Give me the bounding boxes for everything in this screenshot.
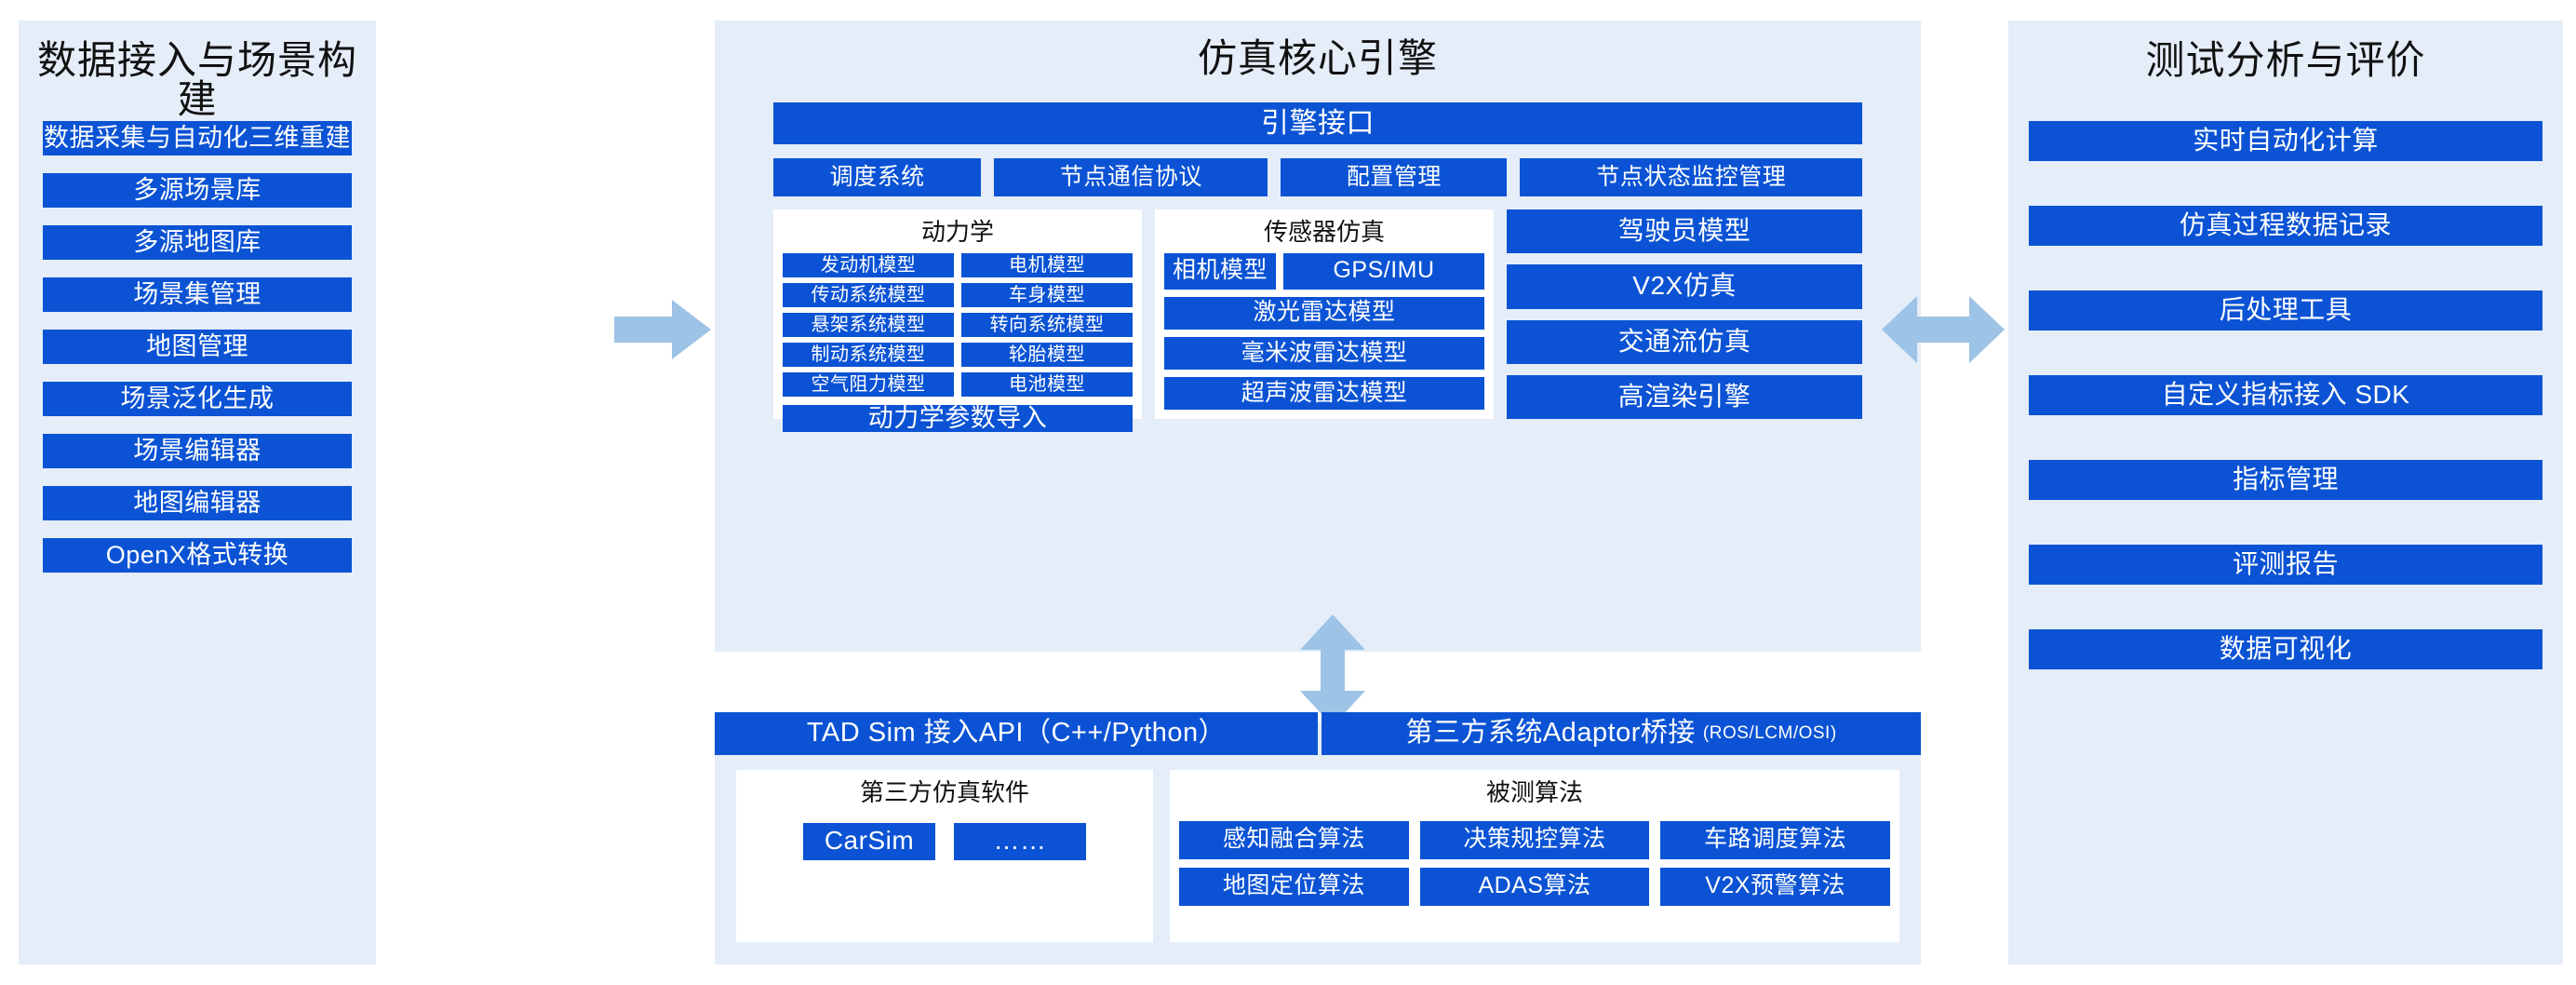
algo-adas[interactable]: ADAS算法 bbox=[1419, 867, 1650, 906]
sensor-simulation-card: 传感器仿真 相机模型 GPS/IMU 激光雷达模型 毫米波雷达模型 超声波雷达模… bbox=[1155, 209, 1494, 419]
arrow-left-right-icon bbox=[1882, 296, 2005, 363]
left-item-8[interactable]: OpenX格式转换 bbox=[43, 538, 352, 573]
engine-interface-bar[interactable]: 引擎接口 bbox=[773, 102, 1862, 144]
right-item-0[interactable]: 实时自动化计算 bbox=[2029, 121, 2542, 161]
right-item-3[interactable]: 自定义指标接入 SDK bbox=[2029, 375, 2542, 415]
engine-sub-scheduler[interactable]: 调度系统 bbox=[773, 158, 982, 196]
adaptor-bridge-label: 第三方系统Adaptor桥接 bbox=[1405, 718, 1696, 749]
left-panel-title: 数据接入与场景构建 bbox=[36, 38, 357, 121]
dynamics-model-grid: 发动机模型 电机模型 传动系统模型 车身模型 悬架系统模型 转向系统模型 制动系… bbox=[783, 252, 1133, 397]
algo-vehicle-road-scheduling[interactable]: 车路调度算法 bbox=[1660, 820, 1890, 859]
third-party-more[interactable]: …… bbox=[954, 822, 1086, 860]
engine-traffic-flow-simulation[interactable]: 交通流仿真 bbox=[1507, 319, 1862, 364]
right-item-1[interactable]: 仿真过程数据记录 bbox=[2029, 206, 2542, 246]
bottom-cards-row: 第三方仿真软件 CarSim …… 被测算法 感知融合算法 决策规控算法 车路调… bbox=[736, 770, 1899, 942]
right-item-5[interactable]: 评测报告 bbox=[2029, 545, 2542, 585]
third-party-card-title: 第三方仿真软件 bbox=[859, 778, 1029, 806]
left-item-0[interactable]: 数据采集与自动化三维重建 bbox=[43, 121, 352, 155]
algo-decision-planning-control[interactable]: 决策规控算法 bbox=[1419, 820, 1650, 859]
dynamics-model-brake[interactable]: 制动系统模型 bbox=[783, 342, 954, 367]
dynamics-model-steering[interactable]: 转向系统模型 bbox=[961, 312, 1133, 337]
dynamics-model-engine[interactable]: 发动机模型 bbox=[783, 252, 954, 277]
engine-sub-node-protocol[interactable]: 节点通信协议 bbox=[994, 158, 1268, 196]
dynamics-model-suspension[interactable]: 悬架系统模型 bbox=[783, 312, 954, 337]
left-item-6[interactable]: 场景编辑器 bbox=[43, 434, 352, 468]
sensor-mmwave-radar-model[interactable]: 毫米波雷达模型 bbox=[1164, 336, 1484, 370]
sensor-ultrasonic-radar-model[interactable]: 超声波雷达模型 bbox=[1164, 376, 1484, 411]
dynamics-card: 动力学 发动机模型 电机模型 传动系统模型 车身模型 悬架系统模型 转向系统模型… bbox=[773, 209, 1142, 433]
third-party-item-row: CarSim …… bbox=[745, 822, 1144, 860]
tested-algorithms-grid: 感知融合算法 决策规控算法 车路调度算法 地图定位算法 ADAS算法 V2X预警… bbox=[1179, 820, 1890, 906]
engine-sub-config-mgmt[interactable]: 配置管理 bbox=[1281, 158, 1508, 196]
left-panel-data-ingestion: 数据接入与场景构建 数据采集与自动化三维重建 多源场景库 多源地图库 场景集管理… bbox=[19, 20, 376, 965]
engine-sub-node-monitor[interactable]: 节点状态监控管理 bbox=[1520, 158, 1862, 196]
left-panel-item-list: 数据采集与自动化三维重建 多源场景库 多源地图库 场景集管理 地图管理 场景泛化… bbox=[43, 121, 352, 573]
arrow-right-icon bbox=[614, 300, 711, 359]
center-panel-title: 仿真核心引擎 bbox=[1197, 36, 1438, 80]
left-item-1[interactable]: 多源场景库 bbox=[43, 173, 352, 208]
third-party-carsim[interactable]: CarSim bbox=[803, 822, 935, 860]
tested-algorithms-title: 被测算法 bbox=[1485, 778, 1583, 806]
right-item-6[interactable]: 数据可视化 bbox=[2029, 629, 2542, 669]
dynamics-card-title: 动力学 bbox=[920, 218, 994, 246]
right-item-2[interactable]: 后处理工具 bbox=[2029, 290, 2542, 331]
algo-v2x-warning[interactable]: V2X预警算法 bbox=[1660, 867, 1890, 906]
right-panel-test-analysis: 测试分析与评价 实时自动化计算 仿真过程数据记录 后处理工具 自定义指标接入 S… bbox=[2008, 20, 2563, 965]
engine-extra-column: 驾驶员模型 V2X仿真 交通流仿真 高渲染引擎 bbox=[1507, 209, 1862, 419]
arrow-up-down-icon bbox=[1300, 614, 1365, 726]
sensor-lidar-model[interactable]: 激光雷达模型 bbox=[1164, 296, 1484, 330]
tested-algorithms-card: 被测算法 感知融合算法 决策规控算法 车路调度算法 地图定位算法 ADAS算法 … bbox=[1170, 770, 1899, 942]
bridge-bar-row: TAD Sim 接入API（C++/Python） 第三方系统Adaptor桥接… bbox=[715, 712, 1921, 755]
third-party-adaptor-bridge-bar[interactable]: 第三方系统Adaptor桥接 (ROS/LCM/OSI) bbox=[1322, 712, 1921, 755]
bottom-panel-integration: TAD Sim 接入API（C++/Python） 第三方系统Adaptor桥接… bbox=[715, 712, 1921, 965]
engine-v2x-simulation[interactable]: V2X仿真 bbox=[1507, 264, 1862, 309]
dynamics-parameter-import[interactable]: 动力学参数导入 bbox=[783, 404, 1133, 433]
dynamics-model-body[interactable]: 车身模型 bbox=[961, 282, 1133, 307]
right-panel-title: 测试分析与评价 bbox=[2145, 38, 2426, 82]
sensor-gps-imu[interactable]: GPS/IMU bbox=[1283, 252, 1484, 290]
dynamics-model-driveline[interactable]: 传动系统模型 bbox=[783, 282, 954, 307]
center-panel-simulation-engine: 仿真核心引擎 引擎接口 调度系统 节点通信协议 配置管理 节点状态监控管理 动力… bbox=[715, 20, 1921, 652]
engine-subsystem-row: 调度系统 节点通信协议 配置管理 节点状态监控管理 bbox=[773, 158, 1862, 196]
left-item-3[interactable]: 场景集管理 bbox=[43, 277, 352, 312]
engine-high-render-engine[interactable]: 高渲染引擎 bbox=[1507, 374, 1862, 419]
dynamics-model-battery[interactable]: 电池模型 bbox=[961, 371, 1133, 397]
tadsim-access-api-bar[interactable]: TAD Sim 接入API（C++/Python） bbox=[715, 712, 1318, 755]
dynamics-model-aero[interactable]: 空气阻力模型 bbox=[783, 371, 954, 397]
algo-perception-fusion[interactable]: 感知融合算法 bbox=[1179, 820, 1409, 859]
dynamics-model-motor[interactable]: 电机模型 bbox=[961, 252, 1133, 277]
dynamics-model-tire[interactable]: 轮胎模型 bbox=[961, 342, 1133, 367]
left-item-4[interactable]: 地图管理 bbox=[43, 330, 352, 364]
sensor-card-title: 传感器仿真 bbox=[1263, 218, 1385, 246]
adaptor-bridge-protocols: (ROS/LCM/OSI) bbox=[1702, 722, 1837, 743]
third-party-software-card: 第三方仿真软件 CarSim …… bbox=[736, 770, 1153, 942]
algo-map-localization[interactable]: 地图定位算法 bbox=[1179, 867, 1409, 906]
sensor-camera-model[interactable]: 相机模型 bbox=[1164, 252, 1276, 290]
right-item-4[interactable]: 指标管理 bbox=[2029, 460, 2542, 500]
left-item-2[interactable]: 多源地图库 bbox=[43, 225, 352, 260]
left-item-7[interactable]: 地图编辑器 bbox=[43, 486, 352, 520]
right-panel-item-list: 实时自动化计算 仿真过程数据记录 后处理工具 自定义指标接入 SDK 指标管理 … bbox=[2029, 121, 2542, 669]
sensor-top-row: 相机模型 GPS/IMU bbox=[1164, 252, 1484, 290]
engine-body-row: 动力学 发动机模型 电机模型 传动系统模型 车身模型 悬架系统模型 转向系统模型… bbox=[773, 209, 1862, 433]
engine-driver-model[interactable]: 驾驶员模型 bbox=[1507, 209, 1862, 254]
left-item-5[interactable]: 场景泛化生成 bbox=[43, 382, 352, 416]
